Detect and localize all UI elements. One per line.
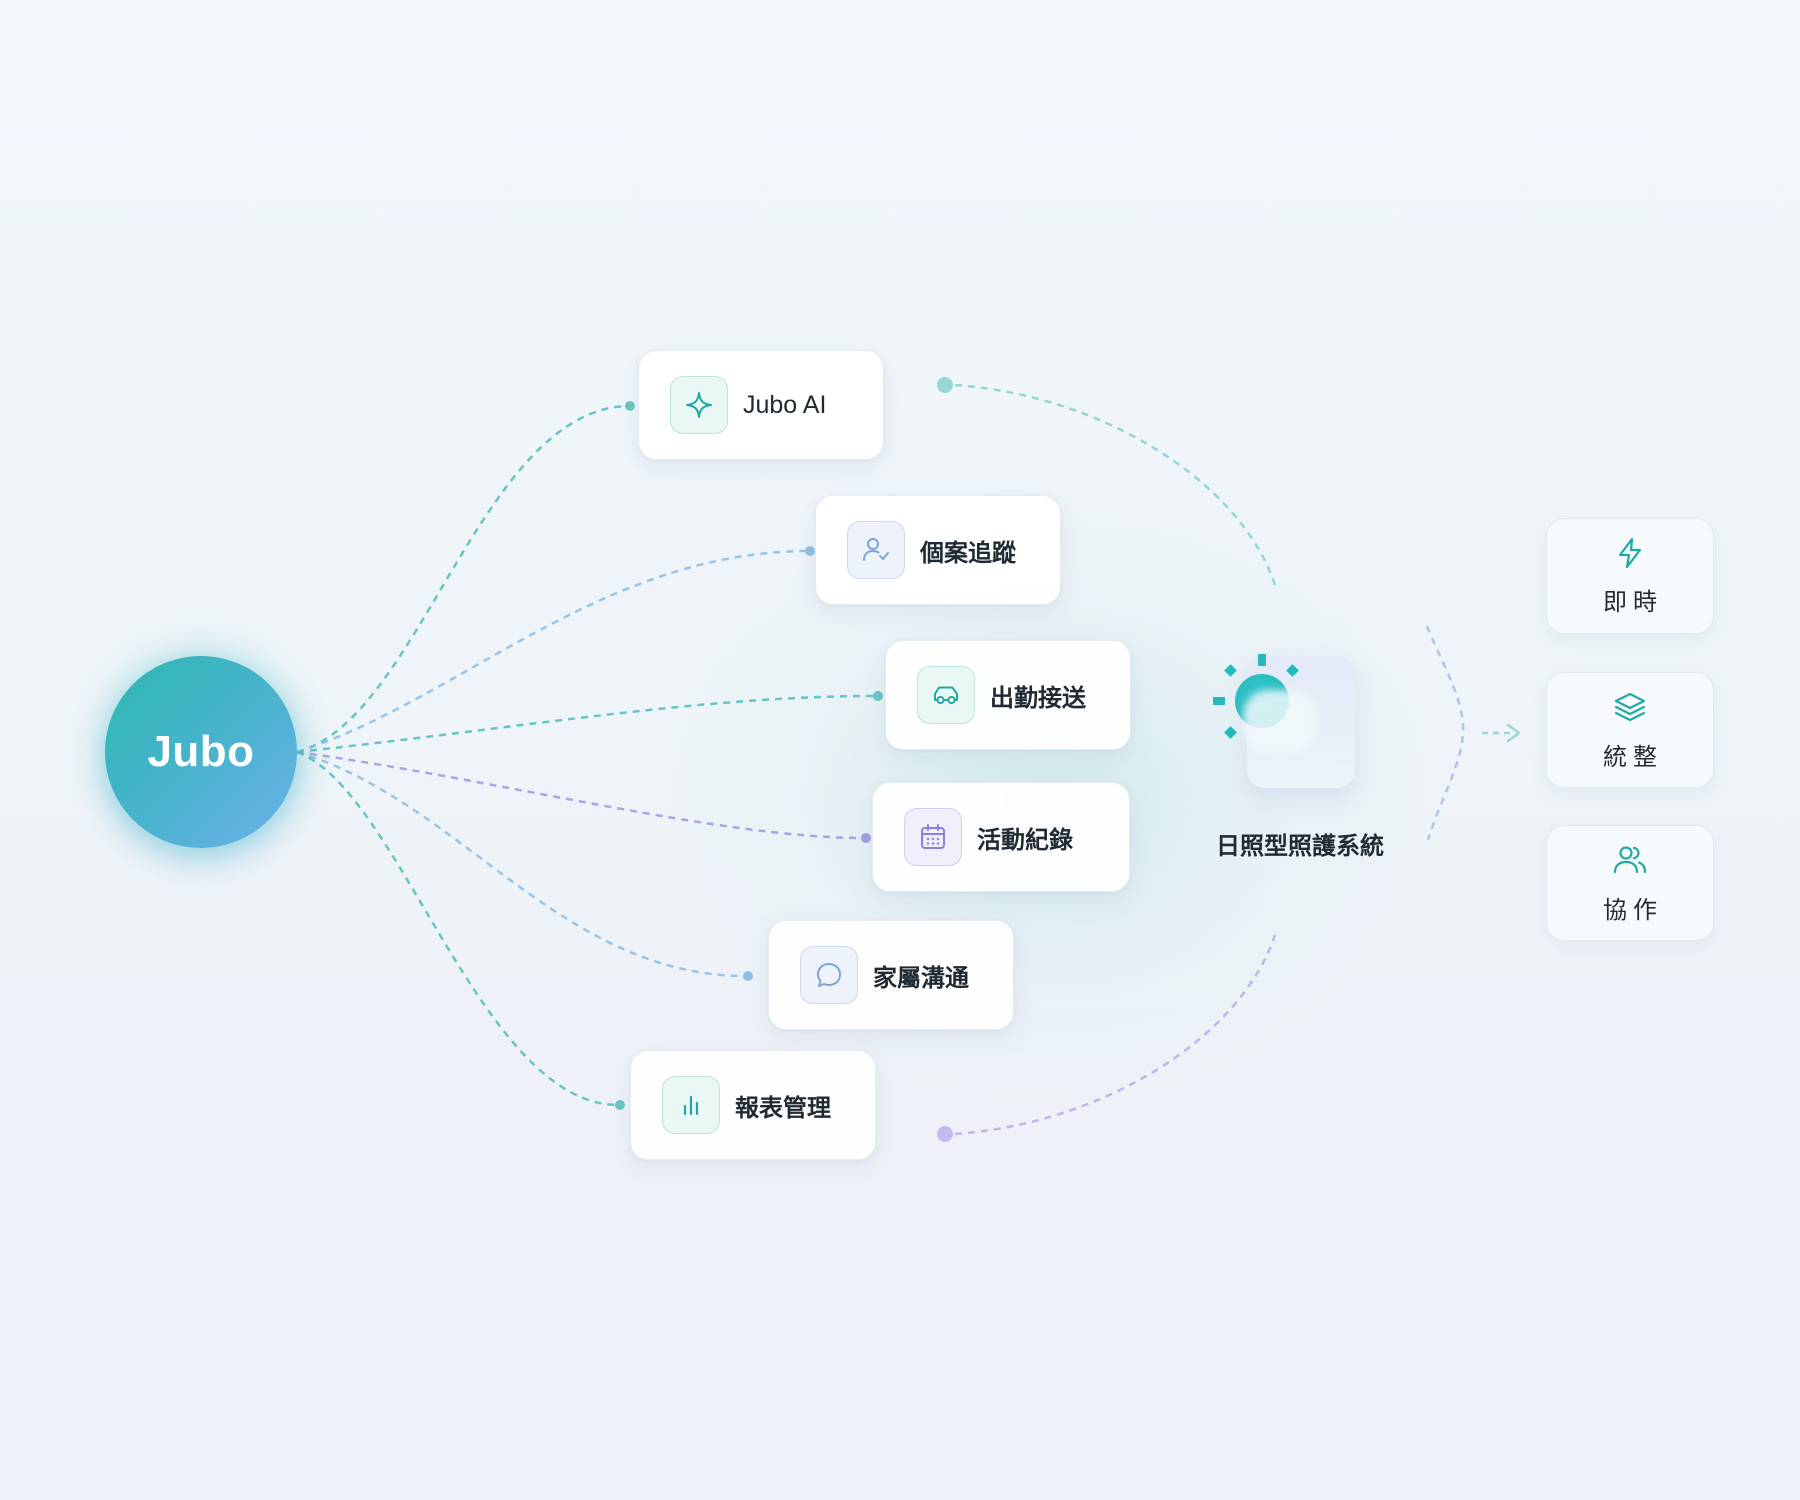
connector-jubo-ai xyxy=(296,404,629,754)
module-label: 家屬溝通 xyxy=(873,963,969,992)
feature-card-realtime[interactable]: 即時 xyxy=(1546,518,1714,634)
connector-case-tracking xyxy=(296,549,809,754)
module-label: Jubo AI xyxy=(743,390,827,419)
jubo-hub[interactable]: Jubo xyxy=(105,656,297,848)
connector-dot xyxy=(861,833,871,843)
feature-card-integration[interactable]: 統整 xyxy=(1546,672,1714,788)
connector-dot xyxy=(873,691,883,701)
connector-dot xyxy=(805,546,815,556)
feature-arrow-head xyxy=(1506,723,1521,743)
arc-end-dot xyxy=(937,1126,953,1142)
feature-label: 即時 xyxy=(1603,587,1663,616)
hub-label: Jubo xyxy=(147,727,255,776)
feature-bracket xyxy=(1425,625,1465,841)
connector-dot xyxy=(625,401,635,411)
sparkle-icon xyxy=(670,376,728,434)
lightning-icon xyxy=(1613,536,1647,574)
connector-activity xyxy=(296,750,865,840)
user-check-icon xyxy=(847,521,905,579)
sun-ray xyxy=(1213,697,1225,705)
chat-bubble-icon xyxy=(800,946,858,1004)
sun-cloud-icon xyxy=(1205,648,1365,798)
sun-ray xyxy=(1258,654,1266,666)
connector-attendance xyxy=(296,694,877,754)
cloud-shape xyxy=(1243,690,1317,754)
module-card-case-tracking[interactable]: 個案追蹤 xyxy=(815,495,1061,605)
bar-chart-icon xyxy=(662,1076,720,1134)
module-card-attendance[interactable]: 出勤接送 xyxy=(885,640,1131,750)
calendar-icon xyxy=(904,808,962,866)
module-label: 個案追蹤 xyxy=(920,538,1016,567)
module-card-jubo-ai[interactable]: Jubo AI xyxy=(638,350,884,460)
connector-reports xyxy=(296,750,619,1107)
module-card-activity[interactable]: 活動紀錄 xyxy=(872,782,1130,892)
module-label: 活動紀錄 xyxy=(977,825,1073,854)
connector-dot xyxy=(743,971,753,981)
sun-ray xyxy=(1224,664,1237,677)
connector-dot xyxy=(615,1100,625,1110)
feature-label: 協作 xyxy=(1603,895,1663,924)
car-icon xyxy=(917,666,975,724)
module-label: 出勤接送 xyxy=(990,683,1086,712)
module-card-reports[interactable]: 報表管理 xyxy=(630,1050,876,1160)
sun-ray xyxy=(1224,726,1237,739)
module-label: 報表管理 xyxy=(735,1093,831,1122)
feature-label: 統整 xyxy=(1603,742,1663,771)
module-card-family[interactable]: 家屬溝通 xyxy=(768,920,1014,1030)
system-label: 日照型照護系統 xyxy=(1216,832,1384,860)
system-arc-bottom xyxy=(954,934,1277,1136)
users-icon xyxy=(1612,842,1648,882)
system-arc-top xyxy=(954,383,1277,586)
feature-card-collaboration[interactable]: 協作 xyxy=(1546,825,1714,941)
connector-family xyxy=(296,750,747,978)
arc-start-dot xyxy=(937,377,953,393)
layers-icon xyxy=(1612,689,1648,729)
